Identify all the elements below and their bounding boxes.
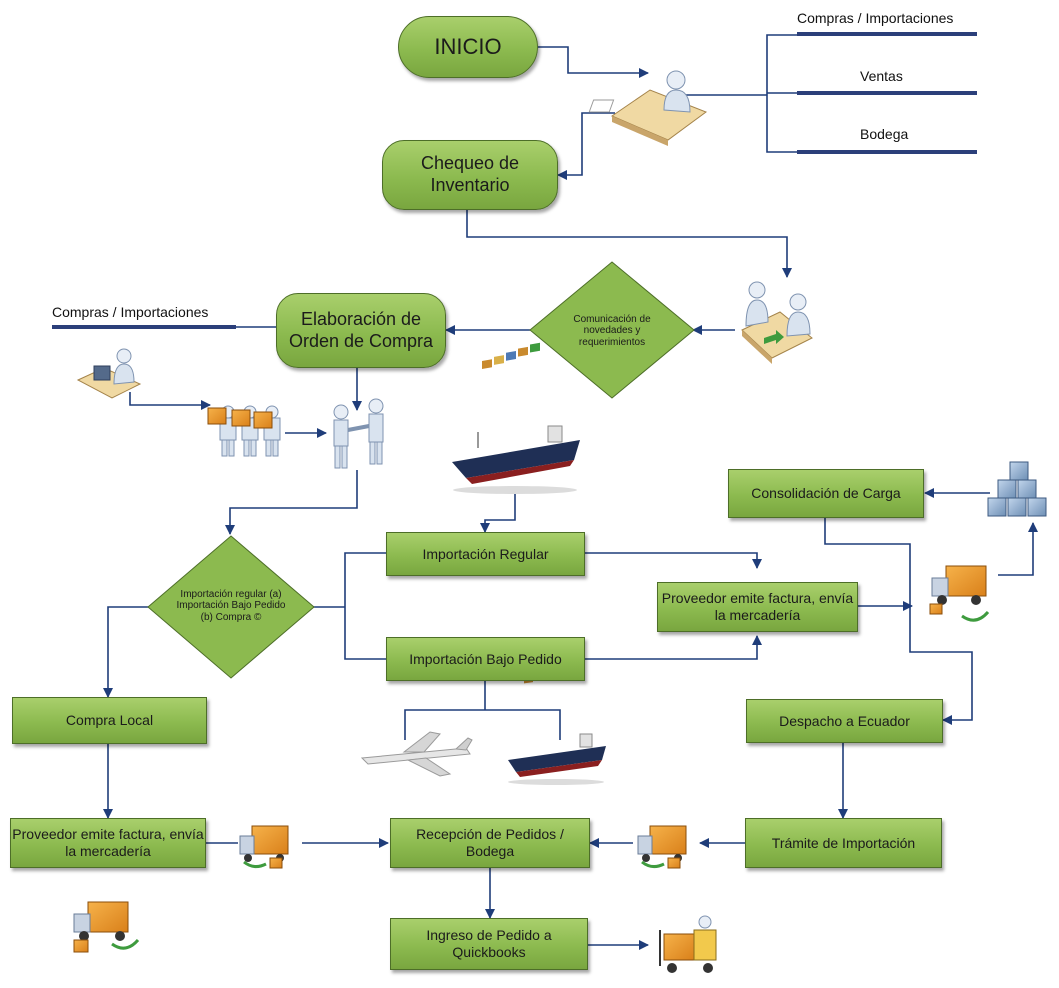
node-tramite-label: Trámite de Importación (771, 834, 916, 851)
forklift-icon (659, 915, 717, 973)
node-elaboracion-label: Elaboración de Orden de Compra (288, 308, 434, 351)
arrow-regular-proveedor (585, 552, 762, 569)
node-proveedor-local-label: Proveedor emite factura, envía la mercad… (12, 826, 204, 859)
node-despacho-ecuador: Despacho a Ecuador (746, 699, 943, 743)
delivery-truck-icon (637, 825, 687, 869)
cargo-ship-icon (508, 667, 606, 785)
cargo-ship-icon (452, 342, 580, 494)
airplane-icon (360, 731, 473, 777)
node-decision-diamond (147, 535, 315, 679)
bracket-imports (344, 552, 386, 660)
role-label-compras-importaciones-left: Compras / Importaciones (52, 304, 209, 320)
arrow-inicio-desk (538, 46, 649, 78)
node-ingreso-quickbooks: Ingreso de Pedido a Quickbooks (390, 918, 588, 970)
node-inicio-label: INICIO (434, 33, 502, 59)
role-underline (797, 150, 977, 154)
node-compra-local: Compra Local (12, 697, 207, 744)
role-underline (797, 91, 977, 95)
node-despacho-label: Despacho a Ecuador (779, 712, 910, 729)
bracket-transport (404, 709, 561, 740)
node-comunicacion-label: Comunicación de novedades y requerimient… (573, 313, 651, 348)
node-tramite-importacion: Trámite de Importación (745, 818, 942, 868)
node-importacion-regular: Importación Regular (386, 532, 585, 576)
node-importacion-bajo-pedido: Importación Bajo Pedido (386, 637, 585, 681)
node-consolidacion-carga: Consolidación de Carga (728, 469, 924, 518)
arrow-truck-boxes (998, 522, 1038, 576)
node-ingreso-label: Ingreso de Pedido a Quickbooks (426, 927, 552, 960)
office-worker-icon (588, 70, 708, 146)
node-comunicacion-diamond (529, 261, 695, 399)
node-proveedor-importacion-label: Proveedor emite factura, envía la mercad… (661, 590, 854, 623)
role-underline (797, 32, 977, 36)
arrow-consolidacion-despacho (824, 518, 973, 725)
arrow-decision-compralocal (103, 606, 150, 698)
node-decision-label: Importación regular (a) Importación Bajo… (176, 588, 286, 623)
role-underline (52, 325, 236, 329)
role-label-ventas: Ventas (860, 68, 903, 84)
node-elaboracion-orden-compra: Elaboración de Orden de Compra (276, 293, 446, 368)
arrow-desk-chequeo (557, 112, 615, 180)
node-importacion-bajo-pedido-label: Importación Bajo Pedido (409, 650, 562, 667)
delivery-truck-icon (239, 825, 289, 869)
role-label-bodega: Bodega (860, 126, 909, 142)
node-inicio: INICIO (398, 16, 538, 78)
node-proveedor-local: Proveedor emite factura, envía la mercad… (10, 818, 206, 868)
arrow-chequeo-meeting (466, 210, 792, 278)
boxes-stack-icon (987, 461, 1047, 517)
delivery-truck-icon (929, 565, 990, 622)
warehouse-workers-icon (207, 405, 281, 457)
node-chequeo-label: Chequeo de Inventario (420, 153, 520, 195)
role-label-compras-importaciones: Compras / Importaciones (797, 10, 954, 26)
node-recepcion-pedidos: Recepción de Pedidos / Bodega (390, 818, 590, 868)
meeting-icon (741, 281, 813, 364)
arrow-computer-workers (129, 392, 211, 410)
node-importacion-regular-label: Importación Regular (422, 545, 549, 562)
node-compra-local-label: Compra Local (65, 712, 154, 729)
arrow-bajopedido-proveedor (585, 635, 762, 660)
handshake-icon (333, 398, 384, 469)
node-chequeo-inventario: Chequeo de Inventario (382, 140, 558, 210)
arrow-handshake-decision (225, 470, 358, 535)
node-recepcion-label: Recepción de Pedidos / Bodega (416, 826, 564, 859)
delivery-truck-icon (73, 901, 140, 953)
computer-user-icon (76, 348, 142, 399)
node-consolidacion-label: Consolidación de Carga (751, 485, 901, 502)
node-proveedor-importacion: Proveedor emite factura, envía la mercad… (657, 582, 858, 632)
arrow-ship-regular (480, 490, 516, 533)
